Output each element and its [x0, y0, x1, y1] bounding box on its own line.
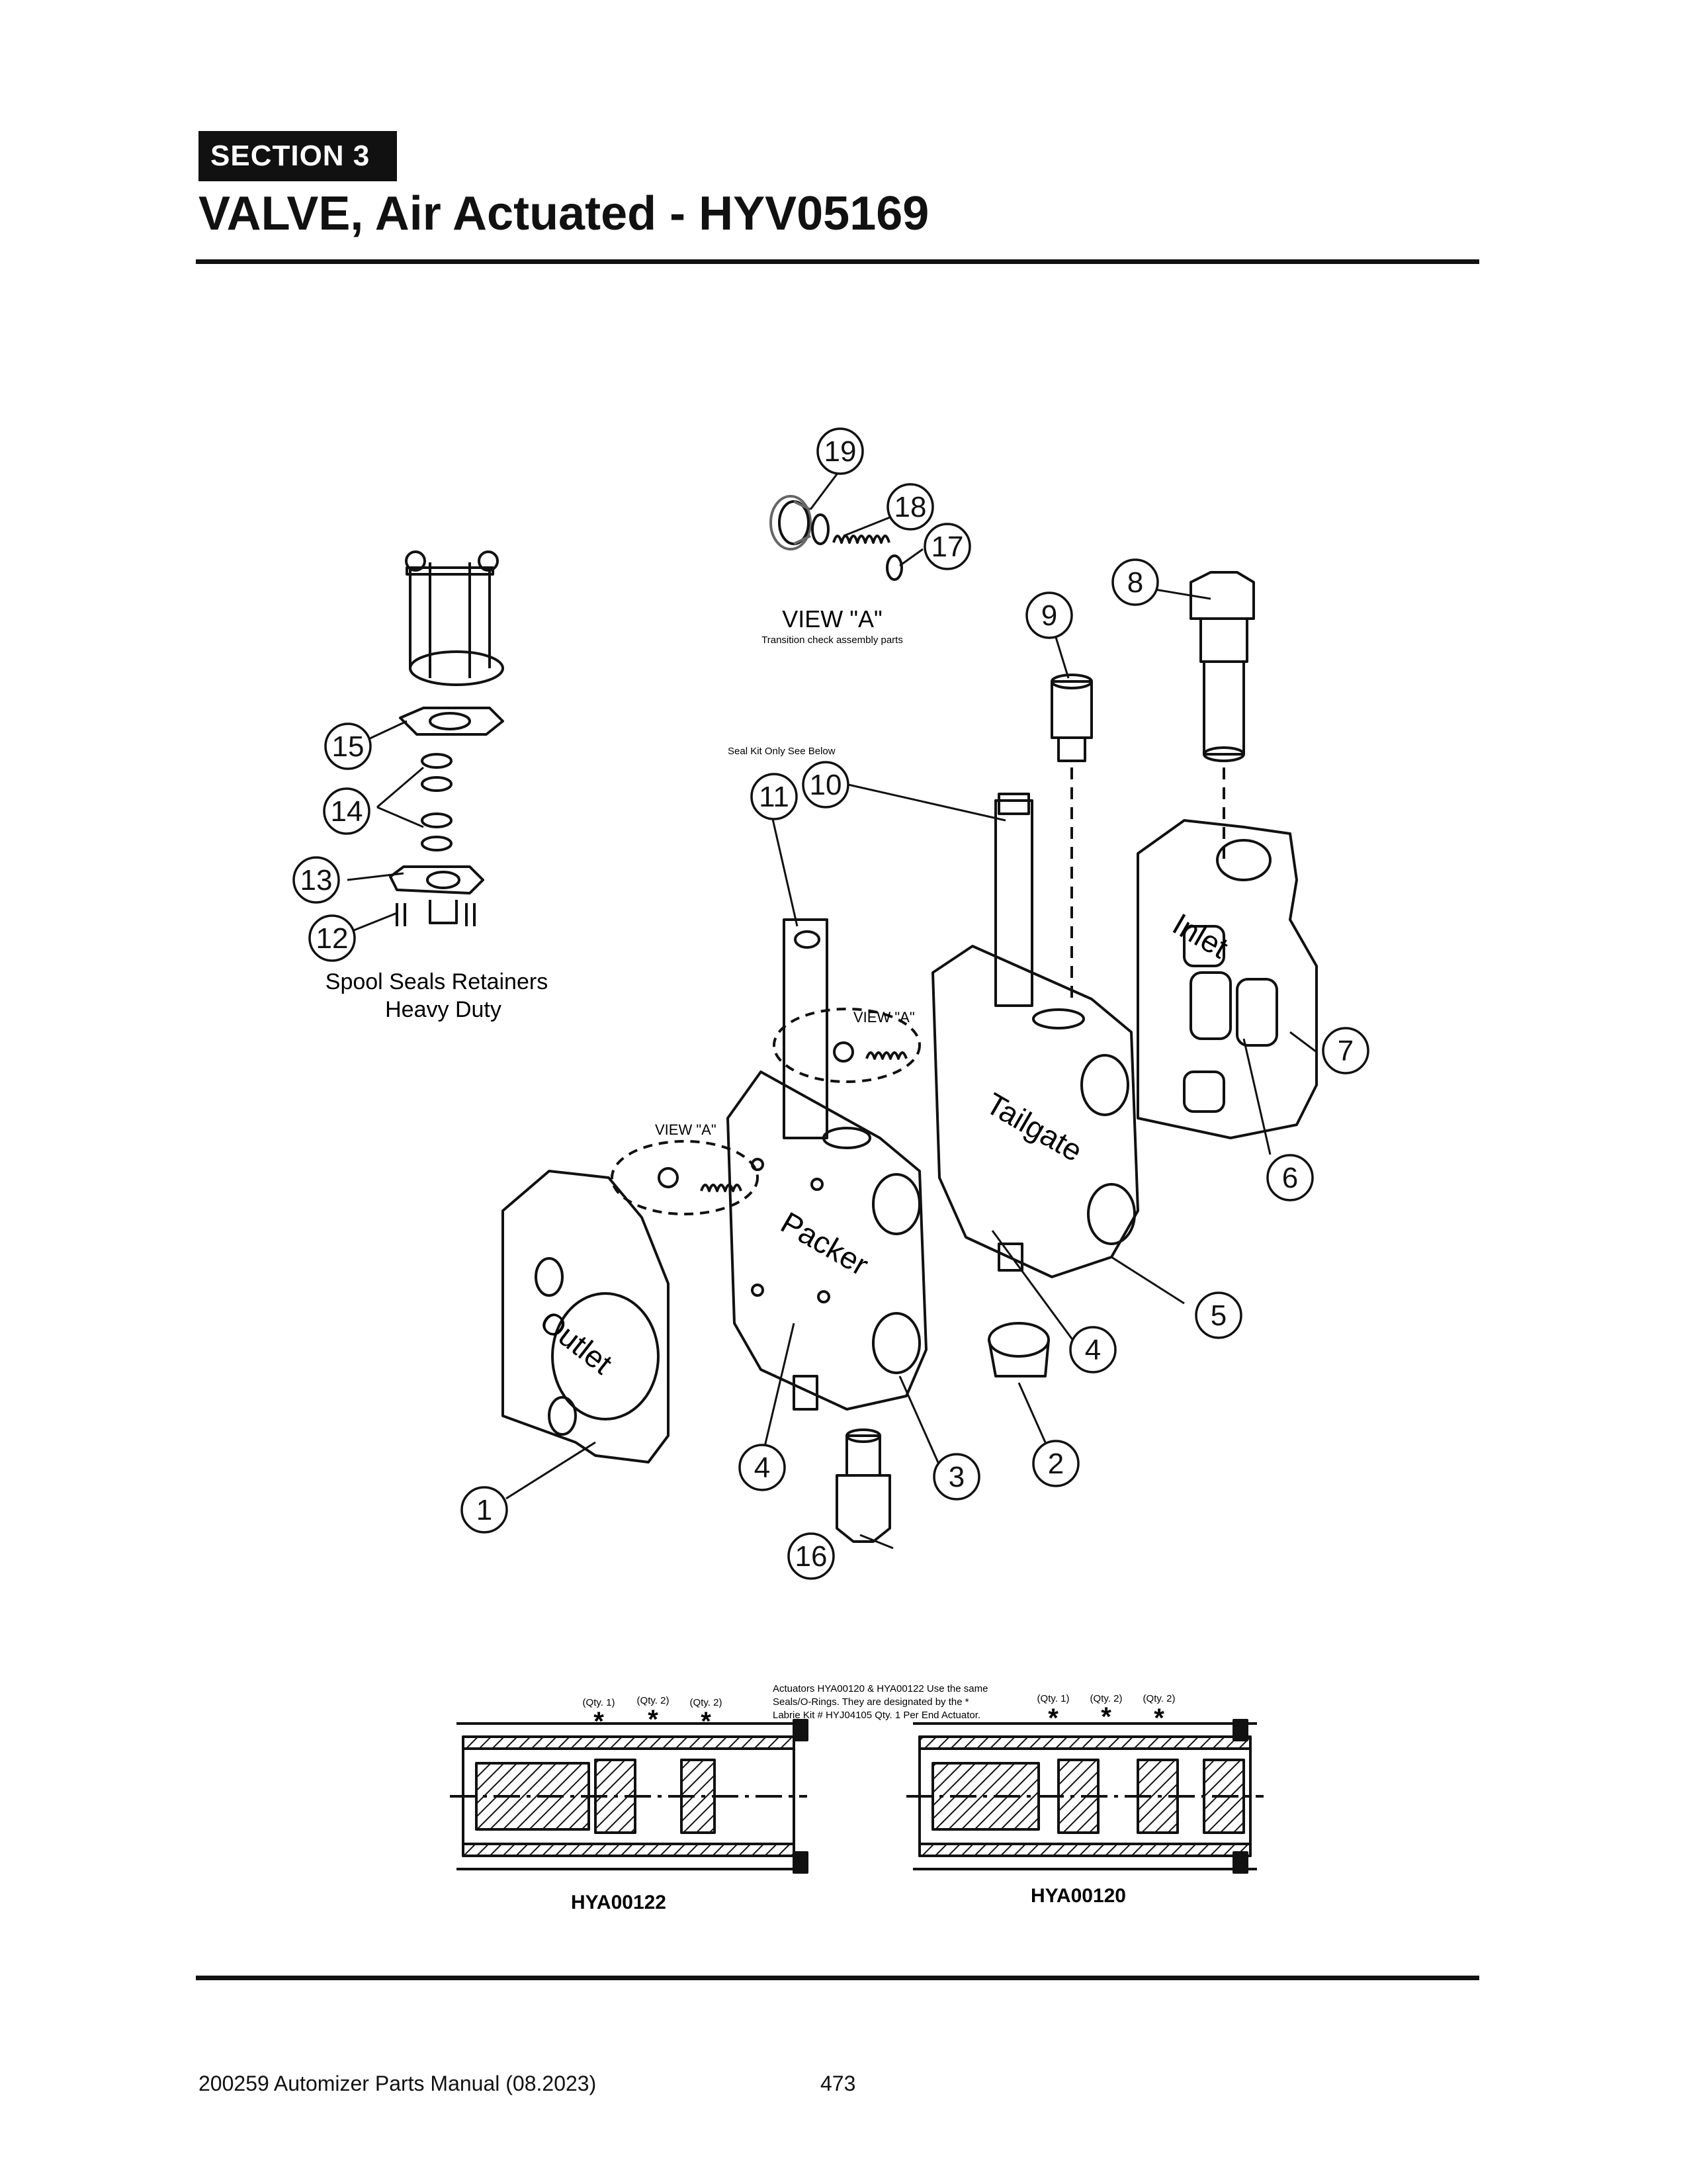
cartridge-8 [1190, 571, 1255, 762]
callout-10: 10 [810, 769, 842, 801]
actuator-hya00120-drawing [906, 1719, 1264, 1874]
callout-numbers: 1 2 3 4 4 5 6 7 8 9 10 11 12 13 14 15 16… [300, 435, 1354, 1573]
svg-text:*: * [1048, 1704, 1059, 1733]
header-rule [196, 259, 1479, 264]
callout-18: 18 [894, 491, 927, 523]
callout-16: 16 [795, 1540, 828, 1573]
seal-kit-note: Seal Kit Only See Below [728, 746, 836, 757]
qty-label: (Qty. 1) [1037, 1693, 1070, 1704]
actuator-note-line1: Actuators HYA00120 & HYA00122 Use the sa… [773, 1683, 988, 1694]
callout-14: 14 [331, 795, 363, 828]
callout-leaders [347, 469, 1317, 1550]
view-a-label-upper: VIEW "A" [853, 1009, 915, 1026]
svg-text:*: * [1154, 1704, 1164, 1733]
spool-label-line2: Heavy Duty [385, 997, 501, 1022]
svg-text:*: * [648, 1705, 658, 1734]
label-packer: Packer [775, 1205, 875, 1282]
spool-seal-retainer [389, 550, 504, 926]
callout-circles [292, 427, 1369, 1580]
inlet-section [1137, 819, 1318, 1139]
callout-4: 4 [1085, 1334, 1101, 1366]
label-outlet: Outlet [534, 1303, 619, 1381]
view-a-parts [769, 495, 903, 581]
callout-15: 15 [332, 730, 365, 763]
seal-asterisks: * * * * * * [593, 1702, 1164, 1736]
svg-text:*: * [701, 1707, 711, 1736]
callout-2: 2 [1048, 1448, 1064, 1480]
view-a-subtitle: Transition check assembly parts [761, 634, 903, 646]
callout-6: 6 [1282, 1162, 1298, 1194]
qty-label: (Qty. 2) [690, 1697, 722, 1708]
plug-2 [988, 1322, 1050, 1377]
svg-text:*: * [1101, 1702, 1111, 1731]
callout-19: 19 [824, 435, 857, 468]
qty-label: (Qty. 2) [1090, 1693, 1123, 1704]
qty-label: (Qty. 2) [637, 1695, 670, 1706]
callout-3: 3 [949, 1461, 965, 1493]
page-title: VALVE, Air Actuated - HYV05169 [198, 187, 930, 240]
callout-8: 8 [1127, 566, 1143, 599]
callout-13: 13 [300, 864, 333, 896]
actuator-note-line2: Seals/O-Rings. They are designated by th… [773, 1696, 969, 1708]
qty-labels-left: (Qty. 1) (Qty. 2) (Qty. 2) (Qty. 1) (Qty… [583, 1693, 1176, 1708]
callout-5: 5 [1211, 1299, 1227, 1332]
qty-label: (Qty. 1) [583, 1697, 615, 1708]
callout-7: 7 [1338, 1035, 1354, 1067]
callout-9: 9 [1041, 599, 1057, 632]
callout-12: 12 [316, 922, 349, 955]
cartridge-9 [1051, 674, 1093, 762]
section-badge: SECTION 3 [198, 131, 397, 181]
actuator-hya00120-label: HYA00120 [1031, 1885, 1126, 1907]
spool-label-line1: Spool Seals Retainers [325, 969, 548, 994]
footer-page-number: 473 [820, 2072, 856, 2095]
view-a-title: VIEW "A" [782, 605, 883, 633]
qty-label: (Qty. 2) [1143, 1693, 1176, 1704]
packer-section [726, 918, 928, 1411]
label-tailgate: Tailgate [980, 1086, 1088, 1168]
footer-rule [196, 1976, 1479, 1980]
check-16 [836, 1428, 891, 1543]
outlet-section [501, 1170, 670, 1463]
tailgate-section [931, 793, 1139, 1278]
actuator-hya00122-drawing [450, 1719, 808, 1874]
callout-1: 1 [476, 1494, 492, 1526]
view-a-label-lower: VIEW "A" [655, 1121, 716, 1138]
callout-11: 11 [759, 781, 789, 813]
actuator-note-line3: Labrie Kit # HYJ04105 Qty. 1 Per End Act… [773, 1710, 980, 1721]
footer-manual-title: 200259 Automizer Parts Manual (08.2023) [198, 2072, 597, 2095]
svg-text:*: * [593, 1707, 604, 1736]
callout-17: 17 [931, 531, 964, 563]
actuator-hya00122-label: HYA00122 [571, 1892, 666, 1913]
callout-4: 4 [754, 1452, 770, 1484]
